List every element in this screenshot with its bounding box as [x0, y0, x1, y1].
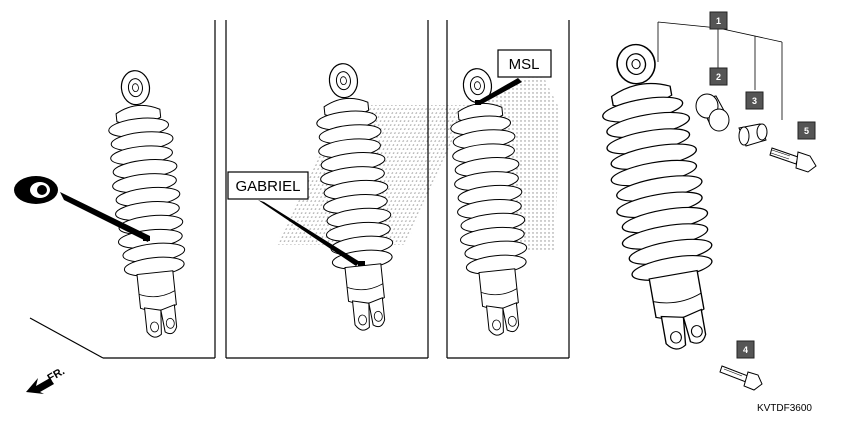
eye-logo-icon: [14, 176, 58, 204]
part-tag-1: 1: [709, 11, 728, 30]
part-tag-3: 3: [745, 91, 764, 110]
front-arrow-icon: FR.: [26, 365, 67, 394]
shock-panel-gabriel: GABRIEL: [225, 20, 472, 359]
svg-text:1: 1: [716, 16, 721, 26]
msl-callout-box: [497, 49, 552, 78]
shock-absorber-assembly: [587, 36, 731, 357]
front-arrow-label: FR.: [46, 365, 67, 384]
exploded-assembly: 1 2 3 5 4: [587, 11, 817, 391]
gabriel-leader-line: [258, 200, 360, 266]
shock-panel-mark: [14, 20, 216, 359]
shock-panel-msl: MSL: [442, 20, 570, 359]
mark-leader-line: [60, 192, 150, 242]
collar-part: [695, 93, 730, 132]
svg-text:5: 5: [804, 126, 809, 136]
svg-text:2: 2: [716, 72, 721, 82]
svg-text:3: 3: [752, 96, 757, 106]
drawing-code: KVTDF3600: [757, 403, 812, 414]
gabriel-callout-box: [227, 171, 309, 200]
upper-bolt-part: [769, 147, 817, 173]
shock-absorber-mark: [100, 66, 196, 341]
msl-callout-label: MSL: [509, 56, 540, 73]
part-tag-2: 2: [709, 67, 728, 86]
part-tag-5: 5: [797, 121, 816, 140]
part-tag-4: 4: [736, 340, 755, 359]
gabriel-callout-label: GABRIEL: [235, 178, 300, 195]
msl-leader-line: [478, 78, 522, 105]
bushing-part: [738, 123, 768, 147]
lower-bolt-part: [719, 365, 763, 391]
svg-text:4: 4: [743, 345, 748, 355]
